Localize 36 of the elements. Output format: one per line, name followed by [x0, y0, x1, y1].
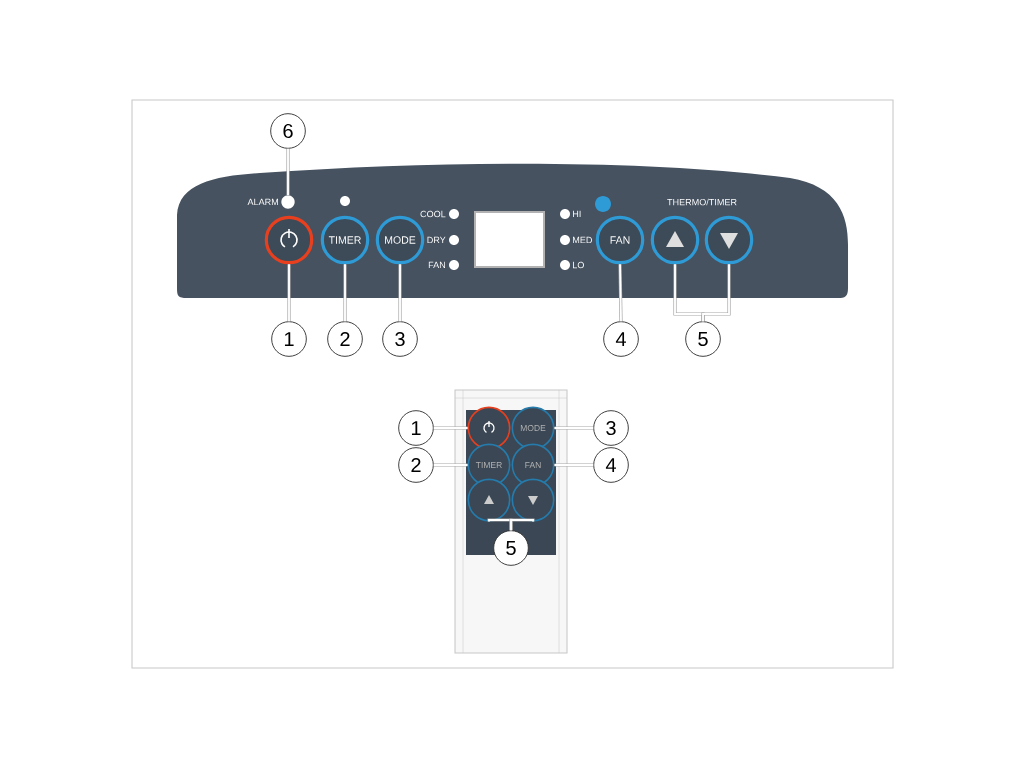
up-button	[467, 478, 511, 522]
leader-line	[432, 463, 469, 467]
callout-number: 1	[398, 410, 434, 446]
leader-line	[509, 518, 535, 532]
button: MODE	[511, 406, 555, 450]
leader-line	[618, 263, 623, 323]
indicator-label: ALARM	[247, 198, 278, 206]
callout-number: 5	[493, 530, 529, 566]
callout-number: 4	[603, 321, 639, 357]
leader-line	[553, 426, 595, 430]
leader-line	[286, 147, 290, 196]
callout-number: 3	[593, 410, 629, 446]
power-button	[264, 215, 314, 265]
panel-label: THERMO/TIMER	[667, 198, 737, 206]
callout-number: 6	[270, 113, 306, 149]
leader-line	[432, 426, 469, 430]
up-button	[650, 215, 700, 265]
leader-line	[701, 263, 731, 323]
indicator-label: COOL	[420, 210, 446, 218]
indicator-label: HI	[573, 210, 581, 218]
button: TIMER	[320, 215, 370, 265]
leader-line	[398, 263, 402, 323]
callout-number: 1	[271, 321, 307, 357]
callout-number: 2	[327, 321, 363, 357]
leader-line	[343, 263, 347, 323]
callout-number: 3	[382, 321, 418, 357]
leader-line	[553, 463, 595, 467]
button: FAN	[595, 215, 645, 265]
indicator-label: FAN	[428, 261, 445, 269]
callout-number: 5	[685, 321, 721, 357]
leader-line	[287, 263, 291, 323]
down-button	[704, 215, 754, 265]
down-button	[511, 478, 555, 522]
indicator-label: LO	[573, 261, 584, 269]
callout-number: 2	[398, 447, 434, 483]
callout-number: 4	[593, 447, 629, 483]
